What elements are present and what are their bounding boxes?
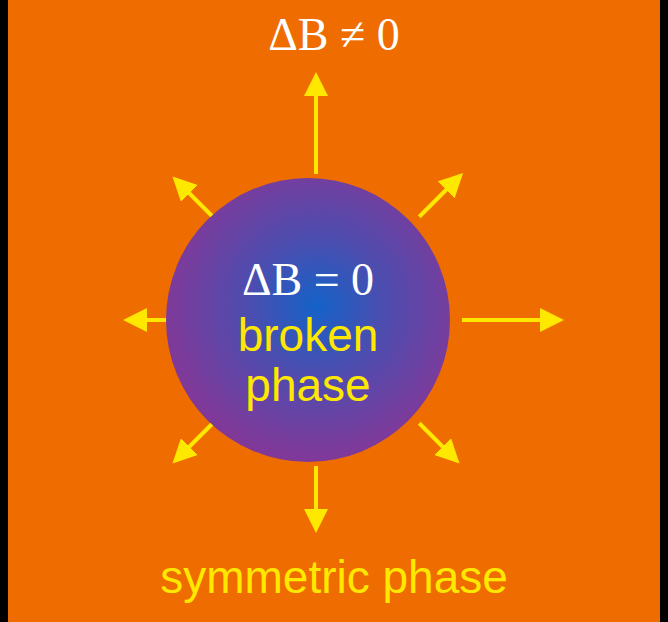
- expansion-arrow: [314, 466, 318, 529]
- expansion-arrow: [462, 318, 560, 322]
- expansion-arrow: [127, 318, 170, 322]
- expansion-arrow: [175, 423, 212, 460]
- expansion-arrow: [175, 179, 212, 216]
- asymmetry-label: ΔB ≠ 0: [8, 9, 660, 61]
- symmetry-label: ΔB = 0: [188, 254, 428, 306]
- phase-region: ΔB ≠ 0 symmetric phase ΔB = 0broken phase: [8, 0, 660, 622]
- phase-label: broken phase: [208, 310, 408, 410]
- bubble-circle: ΔB = 0broken phase: [166, 178, 450, 462]
- expansion-arrow: [314, 76, 318, 174]
- region-label: symmetric phase: [8, 552, 660, 602]
- expansion-arrow: [419, 176, 460, 217]
- expansion-arrow: [419, 423, 456, 460]
